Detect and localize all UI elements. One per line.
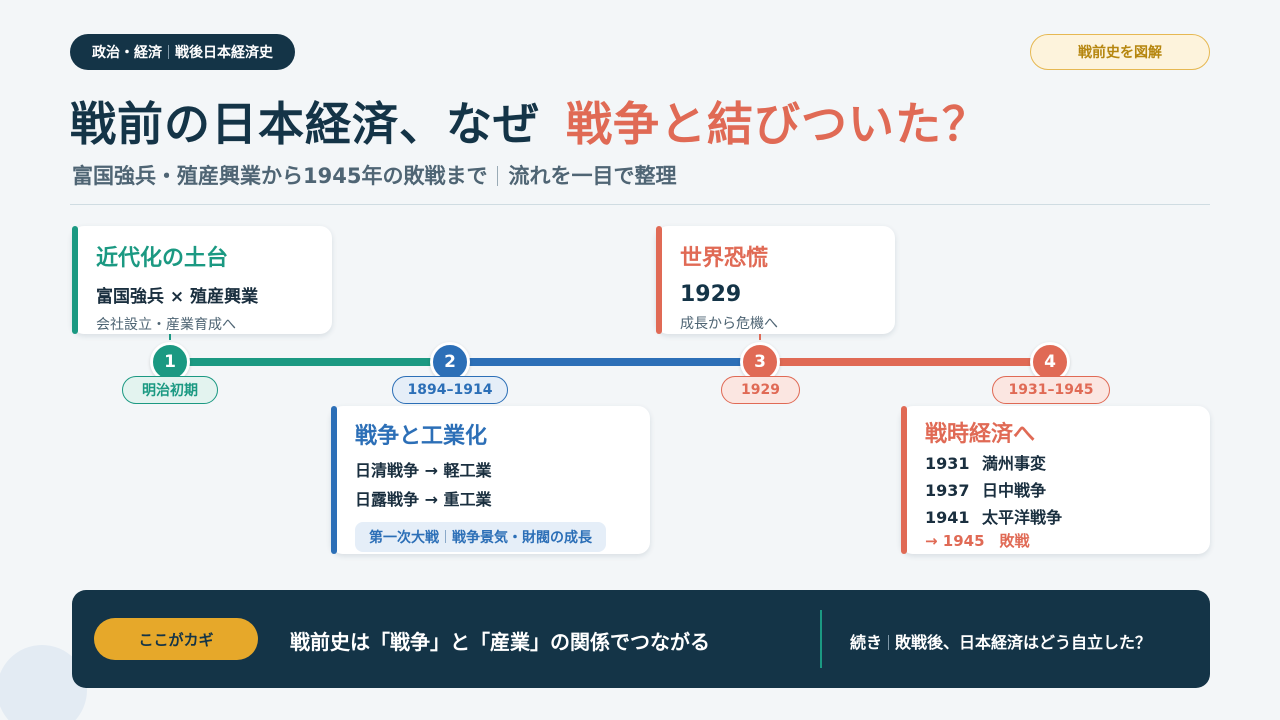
card-accent-bar <box>901 406 907 554</box>
event-year: 1941 <box>925 508 970 527</box>
timeline-segment-2 <box>450 358 760 366</box>
card-title: 近代化の土台 <box>96 246 229 271</box>
page-title: 戦前の日本経済、なぜ戦争と結びついた？ <box>70 88 989 154</box>
card-line-1: 日清戦争 → 軽工業 <box>355 461 492 480</box>
card-title: 戦争と工業化 <box>355 424 488 449</box>
card-war-industrialization: 戦争と工業化 日清戦争 → 軽工業 日露戦争 → 重工業 第一次大戦戦争景気・財… <box>331 406 650 554</box>
category-tag-right: 戦後日本経済史 <box>175 45 273 61</box>
subtitle-right: 流れを一目で整理 <box>508 164 677 188</box>
chip-separator <box>445 530 446 543</box>
next-title: 敗戦後、日本経済はどう自立した？ <box>895 633 1152 652</box>
category-tag: 政治・経済 戦後日本経済史 <box>70 34 295 70</box>
event-name: 満州事変 <box>982 454 1047 473</box>
page-subtitle: 富国強兵・殖産興業から1945年の敗戦まで流れを一目で整理 <box>72 160 676 190</box>
timeline-node-4: 4 <box>1030 342 1070 382</box>
key-point-banner <box>72 590 1210 688</box>
tag-separator <box>168 45 169 59</box>
page-title-accent: 戦争と結びついた？ <box>566 97 989 151</box>
banner-divider <box>820 610 822 668</box>
event-row: 1931 満州事変 <box>925 450 1210 477</box>
card-wartime-economy: 戦時経済へ 1931 満州事変 1937 日中戦争 1941 太平洋戦争 → 1945… <box>901 406 1210 554</box>
card-title: 戦時経済へ <box>925 422 1036 447</box>
chip-right: 戦争景気・財閥の成長 <box>452 530 592 546</box>
timeline-segment-3 <box>760 358 1050 366</box>
category-tag-left: 政治・経済 <box>92 45 162 61</box>
key-point-message: 戦前史は「戦争」と「産業」の関係でつながる <box>290 630 710 654</box>
chip-left: 第一次大戦 <box>369 530 439 546</box>
timeline-label-4: 1931–1945 <box>992 376 1110 404</box>
card-line-2: 日露戦争 → 重工業 <box>355 490 492 509</box>
event-row: 1941 太平洋戦争 <box>925 504 1210 531</box>
timeline-label-1: 明治初期 <box>122 376 218 404</box>
card-accent-bar <box>656 226 662 334</box>
header-divider <box>70 204 1210 205</box>
subtitle-separator <box>497 166 499 186</box>
card-line: 富国強兵 × 殖産興業 <box>96 287 259 307</box>
timeline-node-1: 1 <box>150 342 190 382</box>
key-point-badge: ここがカギ <box>94 618 258 660</box>
card-sub: 会社設立・産業育成へ <box>96 317 236 333</box>
timeline-label-3: 1929 <box>721 376 800 404</box>
next-separator <box>888 635 890 650</box>
event-name: 太平洋戦争 <box>982 508 1063 527</box>
next-label: 続き <box>850 633 883 652</box>
next-topic: 続き敗戦後、日本経済はどう自立した？ <box>850 629 1151 653</box>
timeline-node-2: 2 <box>430 342 470 382</box>
card-great-depression: 世界恐慌 1929 成長から危機へ <box>656 226 895 334</box>
card-sub: 成長から危機へ <box>680 316 778 332</box>
timeline-segment-1 <box>170 358 450 366</box>
event-end: → 1945 敗戦 <box>925 532 1030 550</box>
card-accent-bar <box>331 406 337 554</box>
topic-badge: 戦前史を図解 <box>1030 34 1210 70</box>
card-accent-bar <box>72 226 78 334</box>
event-year: 1931 <box>925 454 970 473</box>
card-modernization: 近代化の土台 富国強兵 × 殖産興業 会社設立・産業育成へ <box>72 226 332 334</box>
tick-1 <box>169 334 171 340</box>
event-year: 1937 <box>925 481 970 500</box>
page-title-main: 戦前の日本経済、なぜ <box>70 97 540 151</box>
event-name: 日中戦争 <box>982 481 1047 500</box>
subtitle-left: 富国強兵・殖産興業から1945年の敗戦まで <box>72 164 488 188</box>
event-row: 1937 日中戦争 <box>925 477 1210 504</box>
tick-3 <box>759 334 761 340</box>
card-year: 1929 <box>680 282 742 307</box>
card-title: 世界恐慌 <box>680 246 769 271</box>
card-chip: 第一次大戦戦争景気・財閥の成長 <box>355 522 606 552</box>
timeline-label-2: 1894–1914 <box>392 376 508 404</box>
